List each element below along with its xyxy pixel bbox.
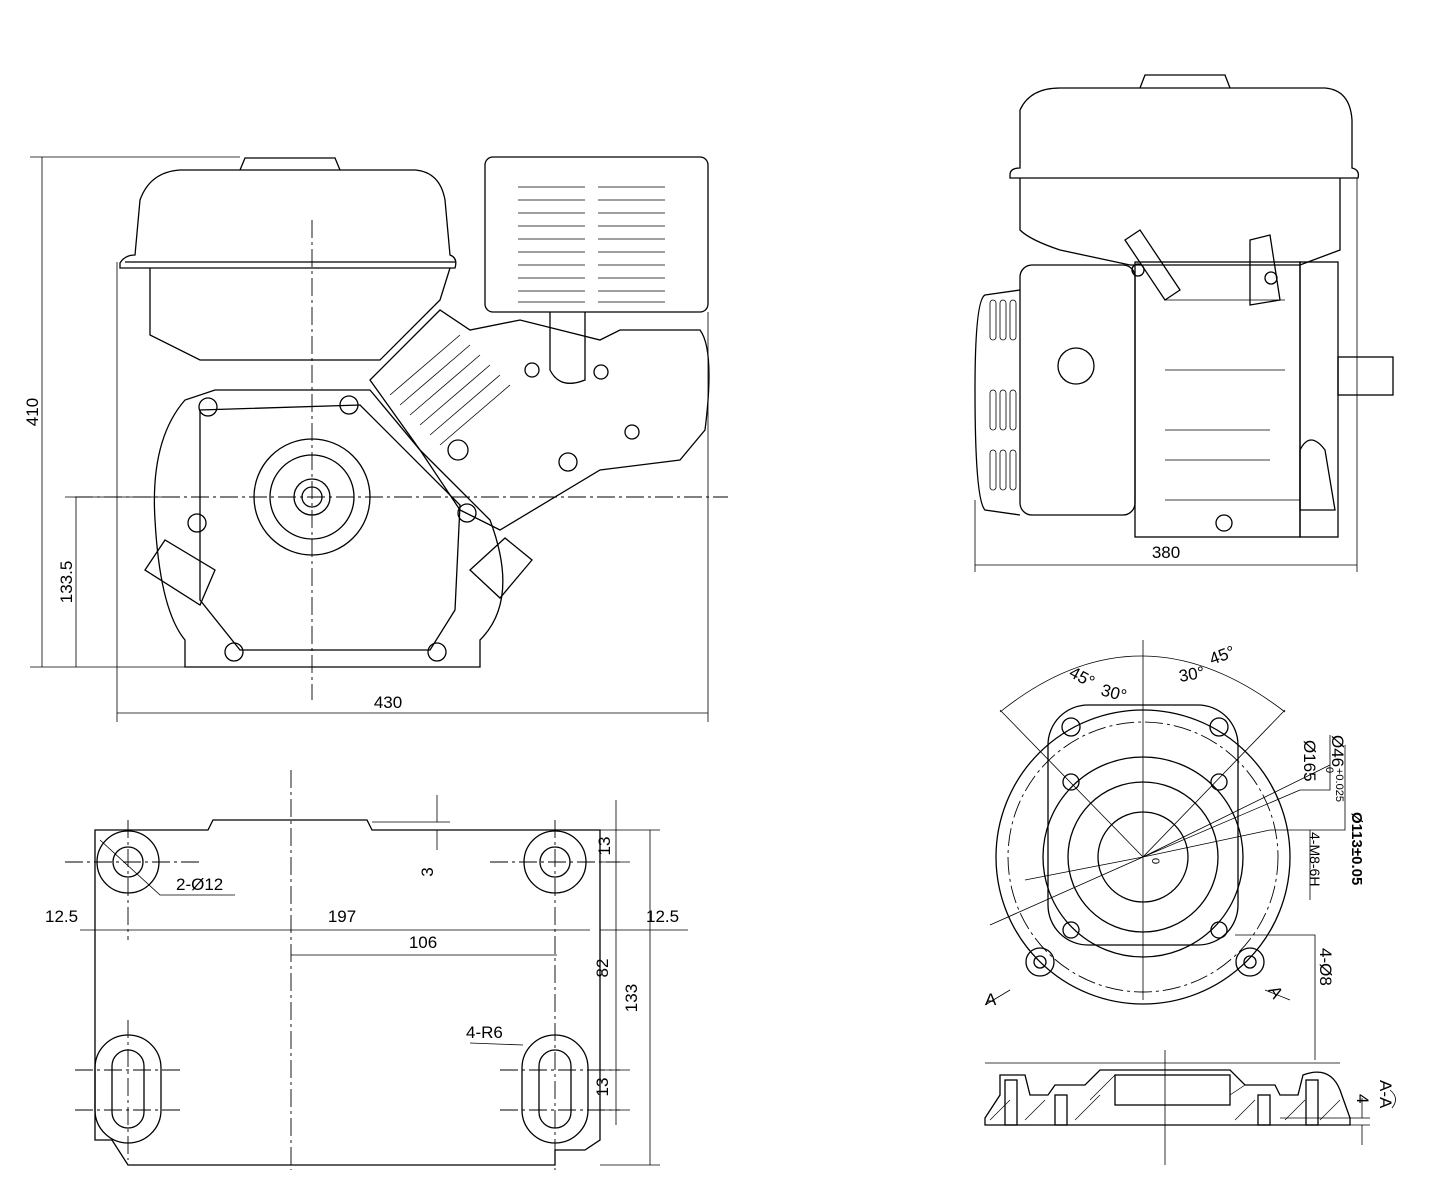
base-view: 3 13 2-Ø12 12.5 197 106 12.5 82 133 4-R6… (45, 770, 688, 1170)
center-offset-dimension: 106 (409, 933, 437, 952)
cooling-fins (389, 334, 511, 446)
edge-bottom-dimension: 13 (593, 1078, 612, 1097)
section-bore (1114, 1074, 1231, 1106)
width-dimension: 430 (374, 693, 402, 712)
slot-callout: 4-R6 (466, 1023, 503, 1042)
stud-left (1004, 1079, 1018, 1126)
foot-right (469, 537, 533, 599)
outer-diameter: Ø165 (1300, 740, 1319, 782)
bore-tolerance-lower: 0 (1323, 767, 1335, 773)
section-dimension-lines (985, 1050, 1396, 1165)
angle-label-30-left: 30° (1099, 681, 1129, 706)
shaft-height-dimension: 133.5 (57, 561, 76, 604)
exhaust-pipe (549, 312, 586, 384)
angle-label-45-left: 45° (1066, 663, 1098, 692)
side-filter-cap (1139, 74, 1231, 89)
angle-label-30-right: 30° (1177, 663, 1206, 686)
recoil-starter (1019, 264, 1136, 516)
air-filter-cap (239, 157, 341, 171)
foot-left (144, 539, 216, 606)
muffler (484, 156, 709, 313)
height-dimension: 410 (23, 398, 42, 426)
side-width-dimension: 380 (1152, 543, 1180, 562)
thread-callout: 4-M8-6H (1307, 832, 1323, 886)
flange-leader-lines (984, 640, 1346, 1060)
bracket-bolt (1131, 263, 1145, 277)
oil-filler (1299, 439, 1336, 511)
base-dimension-lines (80, 795, 688, 1166)
section-mark-right: A (1265, 983, 1287, 1003)
mount-slots (94, 1034, 589, 1144)
right-offset-dimension: 12.5 (646, 907, 679, 926)
flange-bolt-holes (1025, 717, 1265, 977)
left-offset-dimension: 12.5 (45, 907, 78, 926)
block-details (1165, 299, 1300, 501)
hole-callout-4x8: 4-Ø8 (1316, 948, 1335, 986)
edge-top-dimension: 13 (595, 837, 614, 856)
stud (1054, 1094, 1068, 1126)
front-view: 410 133.5 430 (23, 156, 728, 722)
side-filter-body (1019, 178, 1341, 266)
base-plate-outline (94, 819, 601, 1166)
slot-spacing-dimension: 82 (593, 959, 612, 978)
pitch-circle-diameter: Ø113±0.05 (1348, 812, 1365, 885)
total-depth-dimension: 133 (622, 984, 641, 1012)
section-title: A-A (1376, 1080, 1395, 1109)
engine-block (1134, 261, 1301, 538)
muffler-louvres (518, 186, 665, 303)
cylinder-head (369, 309, 710, 531)
side-view: 380 (974, 74, 1394, 572)
crankcase-cover (199, 404, 461, 651)
carburetor-body (149, 267, 451, 361)
dimension-lines (30, 156, 709, 722)
output-shaft (1337, 356, 1394, 396)
angle-label-45-right: 45° (1207, 642, 1238, 669)
flange-view: 45° 30° 30° 45° Ø46 +0.025 0 Ø165 Ø113±0… (984, 640, 1365, 1060)
stud (1257, 1094, 1271, 1126)
bore-tolerance-upper: +0.025 (1333, 768, 1345, 802)
bore-diameter: Ø46 (1328, 735, 1347, 767)
fan-hub (1057, 347, 1095, 385)
section-hatching (989, 1074, 1341, 1121)
air-filter (119, 169, 457, 269)
bolt-heads (187, 362, 640, 662)
hole-callout: 2-Ø12 (176, 875, 223, 894)
section-view: A-A 4 (984, 1050, 1396, 1165)
side-air-filter (1009, 87, 1360, 179)
pto-cover (1299, 261, 1339, 538)
starter-cover (974, 289, 1021, 516)
step-dimension: 3 (418, 867, 437, 876)
drain-bolt (1215, 514, 1233, 532)
section-mark-left: A (985, 990, 997, 1009)
crankcase (153, 389, 504, 668)
section-depth-dimension: 4 (1353, 1094, 1372, 1103)
lifting-brackets (1124, 229, 1281, 306)
starter-vents (989, 299, 1017, 491)
bracket-bolt (1264, 271, 1278, 285)
side-dimension-lines (974, 178, 1358, 572)
hole-spacing-dimension: 197 (328, 907, 356, 926)
section-outline (984, 1069, 1351, 1126)
center-mark: 0 (1149, 858, 1161, 864)
